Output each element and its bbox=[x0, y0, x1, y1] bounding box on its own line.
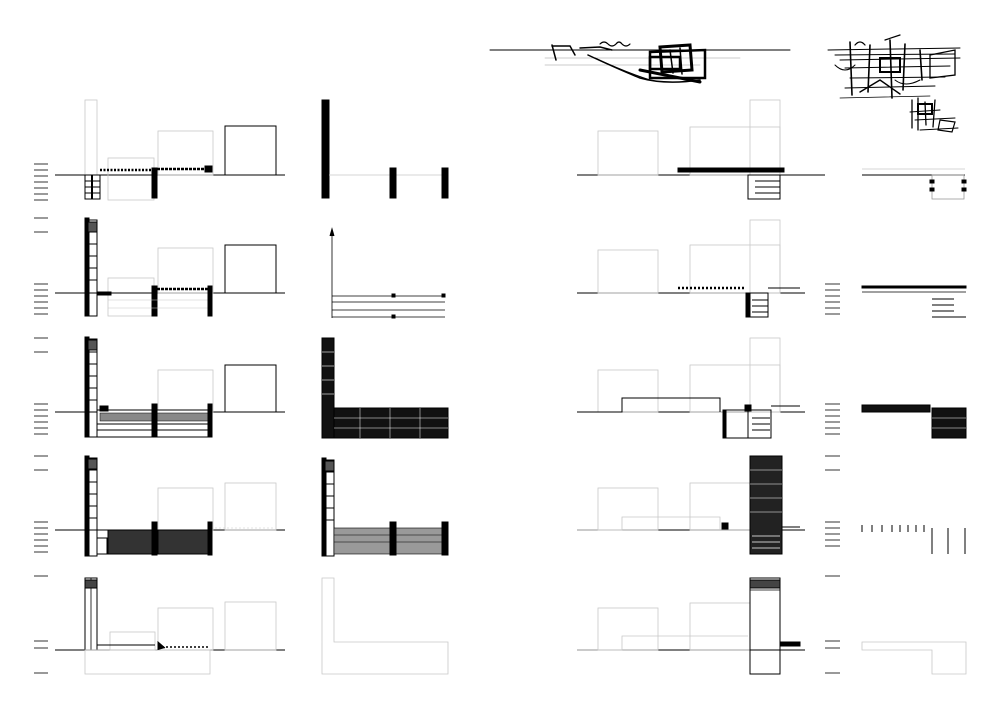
section-right-b-row2 bbox=[861, 285, 967, 318]
level-ticks-left-row5 bbox=[34, 575, 48, 674]
section-left-a-row1 bbox=[55, 99, 285, 201]
row-3 bbox=[34, 336, 967, 439]
section-left-b-row5 bbox=[321, 577, 449, 675]
level-ticks-left-row2 bbox=[34, 217, 48, 315]
section-left-a-row5 bbox=[55, 577, 285, 675]
section-right-a-row5 bbox=[577, 577, 805, 675]
level-ticks-right-row3 bbox=[825, 403, 840, 435]
level-ticks-right-row2 bbox=[825, 283, 840, 315]
section-left-a-row3 bbox=[55, 336, 285, 438]
section-left-a-row2 bbox=[55, 217, 285, 317]
section-right-b-row1 bbox=[862, 168, 967, 200]
section-right-a-row2 bbox=[577, 219, 805, 318]
sketch-top-center bbox=[489, 41, 791, 84]
level-ticks-left-row1 bbox=[34, 163, 48, 201]
section-left-b-row4 bbox=[321, 457, 449, 557]
level-ticks-left-row4 bbox=[34, 455, 48, 553]
level-ticks-left-row3 bbox=[34, 337, 48, 435]
section-right-b-row5 bbox=[861, 641, 967, 675]
section-left-b-row2 bbox=[329, 227, 446, 319]
section-right-a-row3 bbox=[577, 337, 805, 439]
section-left-b-row3 bbox=[321, 337, 449, 439]
row-4 bbox=[34, 455, 966, 557]
section-right-b-row3 bbox=[861, 404, 967, 439]
sketch-top-right bbox=[827, 34, 961, 99]
section-right-b-row4 bbox=[861, 525, 966, 554]
section-right-a-row1 bbox=[577, 99, 825, 200]
row-1 bbox=[34, 99, 967, 201]
level-ticks-right-row5 bbox=[825, 575, 840, 674]
row-2 bbox=[34, 217, 967, 319]
section-left-a-row4 bbox=[55, 455, 285, 557]
row-5 bbox=[34, 575, 967, 675]
sketch-small-right bbox=[909, 97, 959, 133]
section-left-b-row1 bbox=[321, 99, 449, 199]
level-ticks-right-row4 bbox=[825, 455, 840, 547]
section-right-a-row4 bbox=[577, 455, 805, 555]
